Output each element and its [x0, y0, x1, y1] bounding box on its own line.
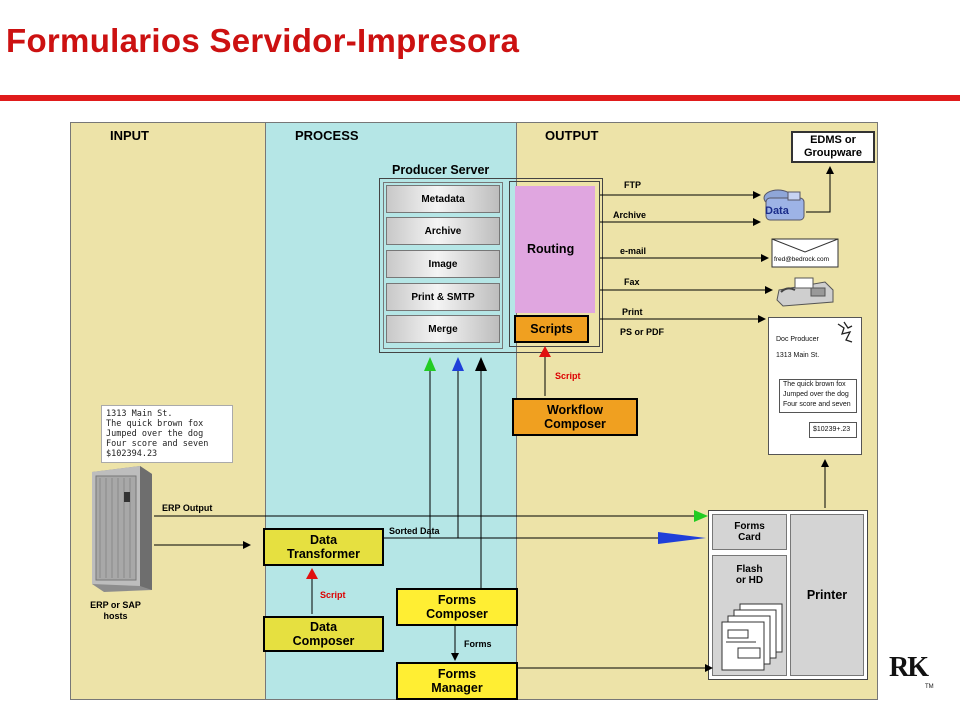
forms-composer-line2: Composer	[426, 607, 488, 621]
output-print-format-label: PS or PDF	[620, 327, 665, 337]
module-archive: Archive	[386, 217, 500, 245]
hosts-label: ERP or SAP hosts	[88, 600, 143, 622]
doc-producer-text: Doc Producer	[776, 336, 819, 343]
routing-label: Routing	[527, 242, 575, 256]
doc-body-line: Jumped over the dog	[783, 391, 849, 398]
module-metadata: Metadata	[386, 185, 500, 213]
rk-logo-text: RK	[889, 652, 929, 683]
doc-body-line: Four score and seven	[783, 401, 851, 408]
doc-amount-box	[809, 422, 857, 438]
data-composer-line2: Composer	[292, 634, 355, 648]
email-address: fred@bedrock.com	[774, 256, 830, 263]
forms-manager-line2: Manager	[431, 681, 483, 695]
hosts-line2: hosts	[103, 611, 128, 621]
doc-logo-icon	[834, 320, 856, 346]
script-label-data: Script	[320, 590, 346, 600]
edms-line1: EDMS or	[810, 134, 856, 146]
flash-line2: or HD	[735, 575, 764, 586]
output-ftp-label: FTP	[624, 180, 641, 190]
rk-logo-tm: TM	[925, 684, 934, 690]
routing-box	[509, 181, 600, 347]
producer-server-title: Producer Server	[392, 163, 490, 177]
module-image: Image	[386, 250, 500, 278]
data-transformer-line1: Data	[309, 533, 338, 547]
data-composer-line1: Data	[309, 620, 338, 634]
forms-card-line1: Forms	[734, 521, 765, 532]
doc-body-box	[779, 379, 857, 413]
workflow-composer-line1: Workflow	[546, 403, 603, 417]
data-icon-label: Data	[765, 205, 789, 217]
doc-address-text: 1313 Main St.	[776, 352, 820, 359]
producer-server-inner	[383, 182, 503, 349]
input-header: INPUT	[110, 128, 149, 143]
output-archive-label: Archive	[613, 210, 647, 220]
routing-fill	[515, 186, 595, 313]
fax-machine-icon	[775, 276, 835, 308]
data-transformer-line2: Transformer	[287, 547, 360, 561]
printer-label: Printer	[806, 587, 848, 602]
printer-box: Printer	[790, 514, 864, 676]
sample-input-line: $102394.23	[106, 449, 158, 459]
rk-logo: RK TM	[889, 652, 937, 692]
sample-input-box: 1313 Main St. The quick brown fox Jumped…	[101, 405, 233, 463]
edms-line2: Groupware	[803, 147, 863, 159]
sample-input-line: The quick brown fox	[106, 419, 204, 429]
sample-input-line: Four score and seven	[106, 439, 209, 449]
data-storage-icon: Data	[762, 188, 806, 224]
forms-manager-line1: Forms	[437, 667, 477, 681]
workflow-composer-line2: Composer	[544, 417, 606, 431]
script-label-workflow: Script	[555, 371, 581, 381]
sample-input-line: Jumped over the dog	[106, 429, 204, 439]
erp-output-label: ERP Output	[162, 503, 213, 513]
module-merge: Merge	[386, 315, 500, 343]
sorted-data-label: Sorted Data	[389, 526, 440, 536]
scripts-box: Scripts	[514, 315, 589, 343]
server-rack-icon	[82, 464, 154, 594]
output-fax-label: Fax	[624, 277, 640, 287]
forms-stack-icon	[716, 602, 786, 674]
output-print-label: Print	[622, 307, 643, 317]
flash-line1: Flash	[736, 564, 763, 575]
doc-body-line: The quick brown fox	[783, 381, 846, 388]
page-title: Formularios Servidor-Impresora	[6, 22, 520, 59]
output-header: OUTPUT	[545, 128, 599, 143]
forms-composer-line1: Forms	[437, 593, 477, 607]
producer-server-frame	[379, 178, 603, 353]
title-underline	[0, 95, 960, 101]
forms-card-line2: Card	[738, 532, 761, 543]
process-header: PROCESS	[295, 128, 359, 143]
forms-label: Forms	[464, 639, 492, 649]
module-print-smtp: Print & SMTP	[386, 283, 500, 311]
sample-input-line: 1313 Main St.	[106, 409, 173, 419]
output-email-label: e-mail	[620, 246, 647, 256]
doc-amount: $10239+.23	[813, 426, 851, 433]
email-envelope-icon: fred@bedrock.com	[771, 238, 839, 268]
hosts-line1: ERP or SAP	[90, 600, 141, 610]
